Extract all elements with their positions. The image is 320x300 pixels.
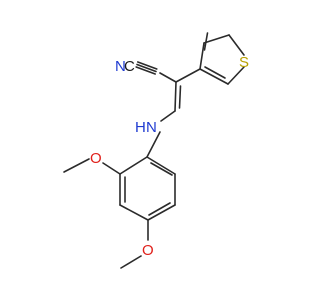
chemical-structure-diagram: N C S H N O O: [63, 32, 249, 269]
nitrile-nitrogen-label: N: [115, 58, 126, 75]
thiophene-sulfur-label: S: [239, 54, 249, 71]
nitrile-triple-bond-1: [136, 63, 157, 73]
benzene-bond-3-inner: [148, 202, 171, 216]
thiophene-bond-c3-c2: [199, 42, 205, 70]
amine-hydrogen-label: H: [135, 119, 146, 136]
benzene-bond-4: [119, 204, 149, 221]
benzene-bond-1-inner: [150, 162, 173, 176]
nitrile-carbon-label: C: [124, 58, 135, 75]
thiophene-bond-c5-c4: [199, 68, 229, 85]
alkene-to-thiophene-bond: [175, 68, 201, 83]
benzene-bond-6: [119, 156, 148, 175]
benzene-bond-3: [147, 204, 176, 221]
upper-methoxy-oxygen-label: O: [90, 150, 102, 167]
thiophene-bond-c2-c2-inner: [203, 32, 209, 51]
alkene-double-bond-2: [178, 85, 182, 109]
alkene-double-bond-1: [174, 81, 177, 112]
atom-labels: N C S H N O O: [90, 54, 249, 259]
alkene-to-amine-bond: [160, 110, 176, 122]
nitrile-to-alkene-bond: [159, 72, 177, 83]
lower-methoxy-methyl-bond: [120, 255, 142, 269]
amine-nitrogen-label: N: [146, 119, 157, 136]
nitrile-triple-bond-2: [137, 61, 158, 70]
aryl-to-upper-oxygen-bond: [102, 162, 121, 175]
thiophene-bond-c1-s: [228, 34, 245, 56]
nitrile-triple-bond-3: [135, 66, 156, 75]
thiophene-bond-c2-c1: [203, 34, 230, 44]
amine-to-aryl-bond: [146, 131, 161, 158]
lower-methoxy-oxygen-label: O: [142, 242, 154, 259]
upper-methoxy-methyl-bond: [63, 158, 90, 173]
bonds: [63, 32, 245, 269]
benzene-bond-1: [146, 156, 176, 175]
thiophene-bond-c5-c4-inner: [204, 66, 226, 79]
thiophene-bond-s-c5: [227, 66, 245, 85]
